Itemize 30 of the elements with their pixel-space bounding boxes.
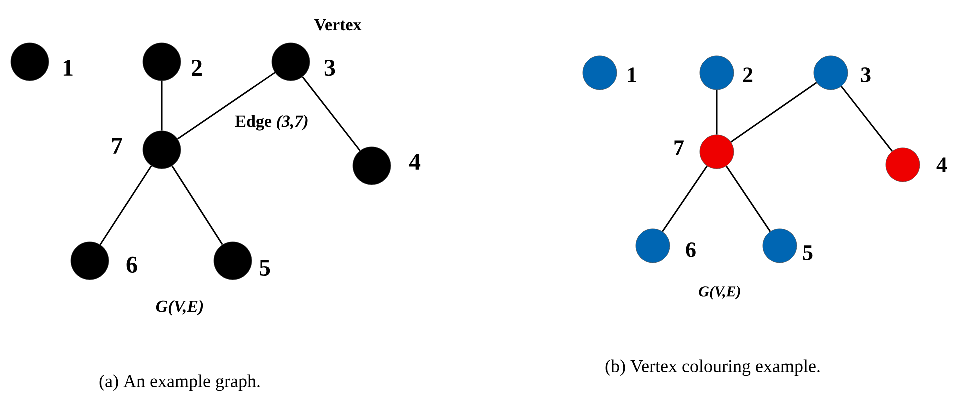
vertex-number: 7 [674, 140, 684, 156]
graph-name: G(V,E) [156, 300, 204, 316]
vertex-number: 4 [409, 154, 421, 170]
vertex-number: 7 [112, 138, 122, 154]
vertex-number: 2 [743, 68, 753, 82]
edge-line [172, 166, 224, 246]
edge-line [726, 166, 772, 232]
graph-name: G(V,E) [699, 286, 740, 300]
edge-line [841, 86, 893, 152]
vertex-number: 3 [861, 68, 871, 82]
vertex-number: 5 [803, 246, 813, 260]
vertex-number: 5 [260, 260, 270, 276]
vertex-number: 1 [628, 68, 636, 82]
vertex-label: Vertex [314, 19, 362, 31]
vertex-number: 6 [686, 242, 696, 258]
edge-label: Edge (3,7) [235, 115, 308, 131]
caption: (b) Vertex colouring example. [606, 360, 820, 376]
vertex-number: 1 [64, 60, 73, 76]
caption: (a) An example graph. [100, 374, 260, 392]
edge-line [302, 76, 361, 152]
vertex-number: 6 [126, 256, 138, 274]
edge-line [177, 72, 276, 140]
edge-line [730, 82, 818, 143]
vertex-number: 4 [936, 158, 948, 172]
edge-line [716, 90, 718, 135]
edge-line [100, 166, 152, 246]
edge-line [662, 166, 708, 232]
edge-line [161, 81, 163, 131]
vertex-number: 3 [324, 60, 336, 76]
vertex-number: 2 [192, 60, 202, 76]
